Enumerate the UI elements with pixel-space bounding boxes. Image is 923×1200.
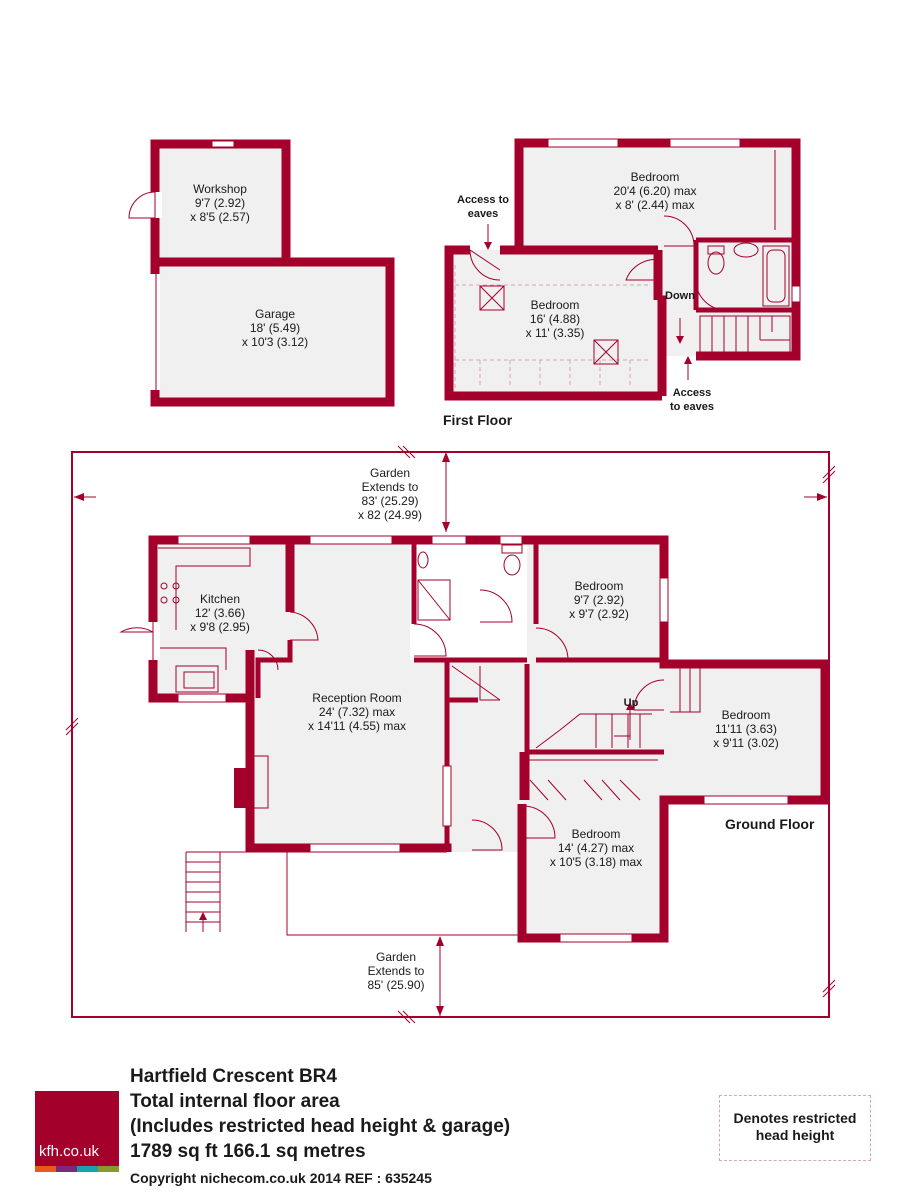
kitchen-name: Kitchen	[200, 592, 240, 606]
garden-top-line2: Extends to	[362, 480, 419, 494]
door-icon	[522, 805, 556, 839]
door-icon	[471, 819, 503, 851]
area-line2: (Includes restricted head height & garag…	[130, 1116, 511, 1137]
eaves-top-line2: eaves	[468, 208, 499, 220]
ground-floor-title: Ground Floor	[725, 816, 815, 832]
restricted-height-legend: Denotes restricted head height	[719, 1095, 871, 1161]
door-icon	[257, 649, 279, 671]
garden-bottom-line1: Garden	[376, 950, 416, 964]
bedroom-1-dim2: x 9'7 (2.92)	[569, 607, 629, 621]
first-floor: Bedroom 20'4 (6.20) max x 8' (2.44) max …	[443, 138, 801, 428]
door-icon	[695, 279, 727, 311]
bedroom-b-name: Bedroom	[531, 298, 580, 312]
ground-floor: Garden Extends to 83' (25.29) x 82 (24.9…	[65, 445, 836, 1024]
door-icon	[413, 623, 447, 657]
reception-name: Reception Room	[312, 691, 401, 705]
bedroom-b-dim1: 16' (4.88)	[530, 312, 580, 326]
kitchen-dim1: 12' (3.66)	[195, 606, 245, 620]
first-floor-walls	[444, 138, 801, 401]
bedroom-2-dim2: x 9'11 (3.02)	[713, 736, 778, 750]
bedroom-1-name: Bedroom	[575, 579, 624, 593]
outbuilding: Workshop 9'7 (2.92) x 8'5 (2.57) Garage …	[128, 139, 395, 407]
workshop-name: Workshop	[193, 182, 247, 196]
kfh-logo: kfh.co.uk	[35, 1091, 119, 1172]
workshop-door-icon	[128, 191, 156, 219]
bedroom-3-dim1: 14' (4.27) max	[558, 841, 634, 855]
kitchen-dim2: x 9'8 (2.95)	[190, 620, 250, 634]
door-icon	[633, 679, 665, 711]
door-icon	[451, 665, 501, 701]
reception-dim2: x 14'11 (4.55) max	[308, 719, 406, 733]
garden-top-line3: 83' (25.29)	[362, 494, 419, 508]
logo-text: kfh.co.uk	[39, 1143, 100, 1160]
reception-dim1: 24' (7.32) max	[319, 705, 395, 719]
bedroom-3-name: Bedroom	[572, 827, 621, 841]
bedroom-1-dim1: 9'7 (2.92)	[574, 593, 624, 607]
door-icon	[625, 258, 663, 281]
area-line1: Total internal floor area	[130, 1091, 340, 1112]
door-icon	[663, 215, 695, 247]
garden-bottom-line2: Extends to	[368, 964, 425, 978]
up-label: Up	[624, 697, 639, 709]
bedroom-a-dim2: x 8' (2.44) max	[616, 198, 695, 212]
logo-color-strip	[35, 1166, 119, 1172]
bedroom-a-name: Bedroom	[631, 170, 680, 184]
eaves-top-line1: Access to	[457, 194, 509, 206]
bedroom-3-dim2: x 10'5 (3.18) max	[550, 855, 642, 869]
bedroom-a-dim1: 20'4 (6.20) max	[614, 184, 697, 198]
down-label: Down	[665, 290, 695, 302]
bedroom-2-name: Bedroom	[722, 708, 771, 722]
door-icon	[289, 611, 319, 641]
address: Hartfield Crescent BR4	[130, 1066, 337, 1087]
legend-line2: head height	[755, 1127, 835, 1143]
door-icon	[535, 627, 569, 661]
bedroom-2-dim1: 11'11 (3.63)	[715, 722, 777, 736]
eaves-bottom-line1: Access	[673, 387, 712, 399]
garage-dim2: x 10'3 (3.12)	[242, 335, 308, 349]
garage-name: Garage	[255, 307, 295, 321]
garden-top-line4: x 82 (24.99)	[358, 508, 422, 522]
workshop-dim1: 9'7 (2.92)	[195, 196, 245, 210]
bedroom-b-dim2: x 11' (3.35)	[526, 326, 585, 340]
first-floor-title: First Floor	[443, 412, 513, 428]
legend-line1: Denotes restricted	[733, 1110, 857, 1126]
kitchen-door-icon	[119, 622, 154, 660]
door-icon	[479, 589, 513, 623]
door-icon	[469, 249, 501, 281]
property-summary: Hartfield Crescent BR4 Total internal fl…	[130, 1064, 510, 1188]
copyright: Copyright nichecom.co.uk 2014 REF : 6352…	[130, 1170, 432, 1186]
garden-top-line1: Garden	[370, 466, 410, 480]
garage-dim1: 18' (5.49)	[250, 321, 300, 335]
garden-bottom-line3: 85' (25.90)	[368, 978, 425, 992]
area-line3: 1789 sq ft 166.1 sq metres	[130, 1141, 366, 1162]
eaves-bottom-line2: to eaves	[670, 401, 714, 413]
workshop-dim2: x 8'5 (2.57)	[190, 210, 250, 224]
